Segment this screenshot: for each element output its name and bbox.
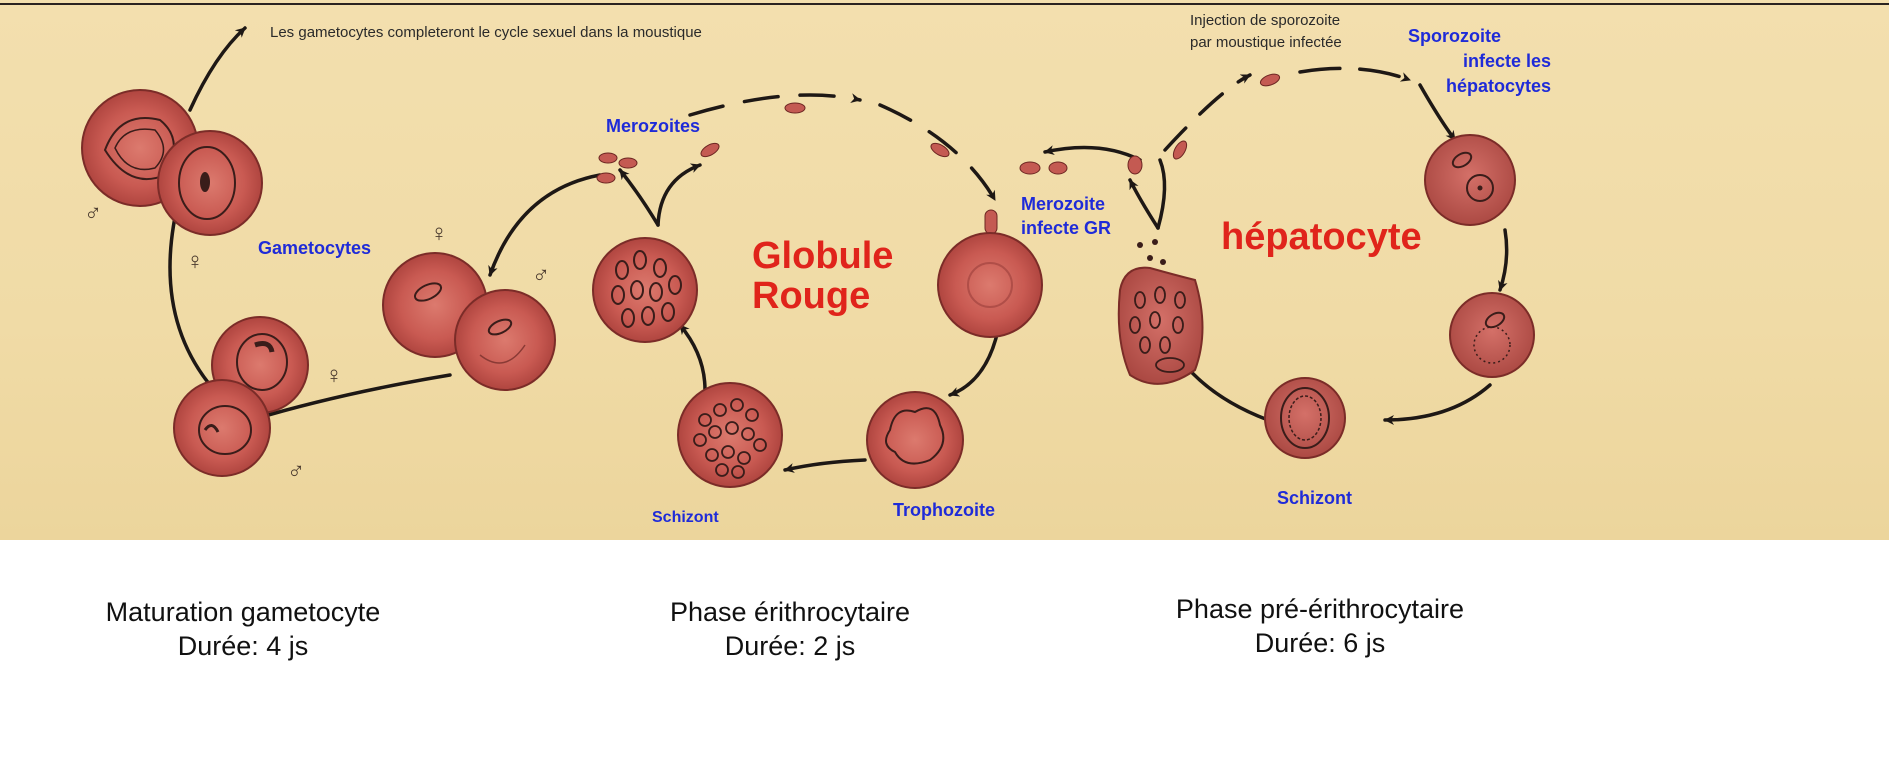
female-symbol: ♀ [325,362,343,390]
arrow-schizont-to-merozoite [658,165,700,225]
female-symbol: ♀ [430,220,448,248]
sporozoite-label-line-2: infecte les [1408,49,1551,74]
female-symbol: ♀ [186,248,204,276]
mature-schizont-rbc [593,238,697,342]
arrow-merozoites-path [690,95,860,115]
arrow-schizont-to-mature-schizont [680,325,705,390]
caption-duration: Durée: 6 js [1150,627,1490,661]
arrow-trophozoite-to-schizont [785,460,865,470]
caption-pre-erythrocytic-phase: Phase pré-érithrocytaire Durée: 6 js [1150,593,1490,661]
merozoite-infects-rbc-label: Merozoite infecte GR [1021,192,1111,240]
arrow-merozoite-to-gametocyte [490,175,600,275]
injection-note-line-2: par moustique infectée [1190,32,1342,54]
life-cycle-illustration [0,0,1889,540]
arrow-liver-merozoite-to-rbc [1045,148,1140,161]
arrow-liver-release [1158,160,1165,228]
caption-title: Maturation gametocyte [78,596,408,630]
arrow-to-liver-schizont [1385,385,1490,420]
merozoites-label: Merozoites [606,116,700,137]
male-symbol: ♂ [532,262,550,290]
male-symbol: ♂ [84,200,102,228]
ruptured-liver-schizont [1119,268,1203,384]
caption-duration: Durée: 4 js [78,630,408,664]
arrow-hepatocyte-growth [1500,230,1507,290]
early-schizont-rbc [678,383,782,487]
mature-gametocyte-cells [82,90,262,235]
merozoite-infects-rbc-line-2: infecte GR [1021,216,1111,240]
sporozoite-label: Sporozoite infecte les hépatocytes [1408,24,1551,99]
sporozoite-label-line-3: hépatocytes [1408,74,1551,99]
mosquito-cycle-note: Les gametocytes completeront le cycle se… [270,24,702,41]
hepatocyte-label: hépatocyte [1221,218,1422,258]
sporozoite-label-line-1: Sporozoite [1408,24,1551,49]
arrow-liver-release-2 [1130,180,1158,228]
schizont-label-right: Schizont [1277,488,1352,509]
red-blood-cell-label-line-2: Rouge [752,277,893,317]
caption-gametocyte-maturation: Maturation gametocyte Durée: 4 js [78,596,408,664]
red-blood-cell-label-line-1: Globule [752,237,893,277]
arrow-to-mosquito [190,28,245,110]
red-blood-cell-label: Globule Rouge [752,237,893,317]
merozoite-infects-rbc-line-1: Merozoite [1021,192,1111,216]
male-symbol: ♂ [287,458,305,486]
arrow-injection-path [1300,68,1410,80]
schizont-label-left: Schizont [652,509,719,527]
caption-erythrocytic-phase: Phase érithrocytaire Durée: 2 js [640,596,940,664]
young-gametocyte-cells [383,253,555,390]
arrow-schizont-to-merozoite-2 [620,170,658,225]
injection-note-line-1: Injection de sporozoite [1190,10,1342,32]
trophozoite-rbc [867,392,963,488]
immature-gametocyte-cells [174,317,308,476]
arrow-sporozoite-path [1165,75,1250,150]
trophozoite-label: Trophozoite [893,500,995,521]
arrow-liver-schizont-rupture [1185,365,1268,420]
gametocytes-label: Gametocytes [258,238,371,259]
hepatocyte-cells [1265,135,1534,458]
caption-duration: Durée: 2 js [640,630,940,664]
caption-title: Phase pré-érithrocytaire [1150,593,1490,627]
caption-title: Phase érithrocytaire [640,596,940,630]
injection-note: Injection de sporozoite par moustique in… [1190,10,1342,54]
